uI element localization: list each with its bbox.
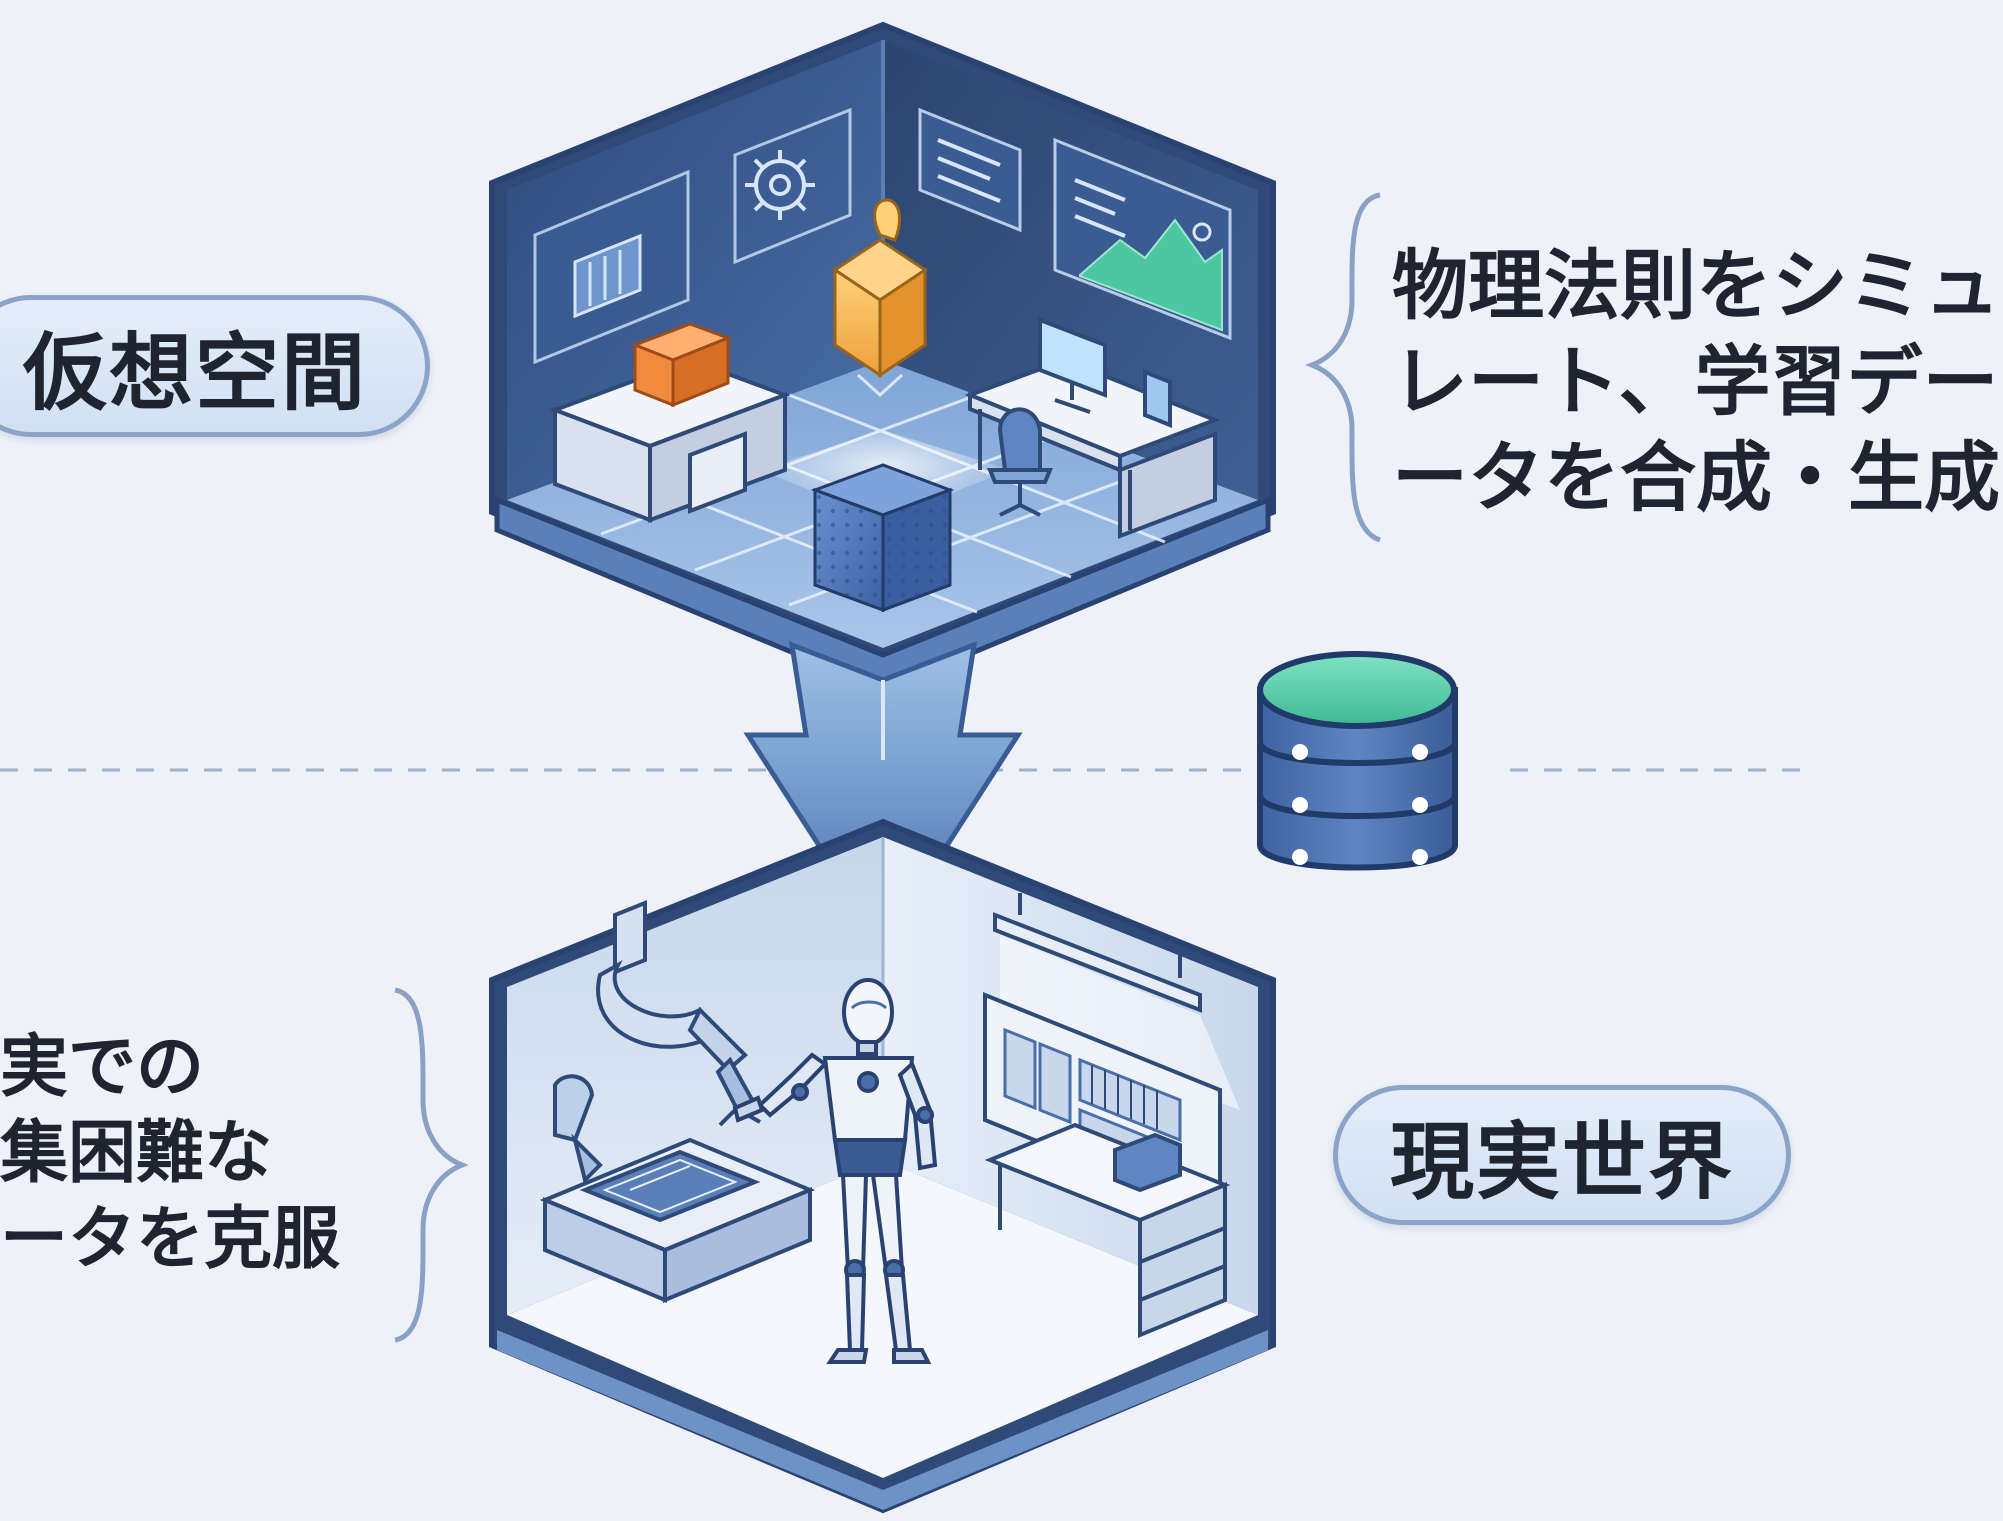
workbench-left: [539, 1137, 816, 1303]
virtual-space-label: 仮想空間: [0, 295, 430, 437]
description-line: レート、学習デー: [1392, 337, 1999, 426]
virtual-space-text: 仮想空間: [22, 323, 367, 422]
real-room: [489, 818, 1276, 1514]
gear-icon: [745, 150, 815, 220]
real-world-text: 現実世界: [1389, 1112, 1734, 1211]
real-data-description: 現実での 収集困難な データを克服: [0, 1025, 340, 1283]
blue-cube: [810, 463, 955, 613]
description-line: 物理法則をシミュ: [1392, 241, 2000, 330]
description-line: 現実での: [0, 1028, 205, 1107]
humanoid-robot-icon: [732, 978, 938, 1364]
robot-arm-icon: [553, 900, 761, 1184]
database-icon: [1257, 651, 1458, 871]
description-line: 収集困難な: [0, 1114, 273, 1193]
desk-right-real: [984, 1122, 1231, 1338]
ceiling-lamp-icon: [993, 893, 1240, 1110]
description-line: ータを合成・生成: [1392, 433, 2000, 522]
simulation-description: 物理法則をシミュ レート、学習デー ータを合成・生成: [1392, 238, 2000, 526]
chip-icon: [573, 233, 642, 319]
yellow-object: [832, 198, 928, 398]
monitor-icon: [1038, 317, 1172, 428]
brace-left: [394, 987, 469, 1343]
brace-right: [1305, 192, 1382, 543]
description-line: データを克服: [0, 1200, 341, 1279]
chair-icon: [987, 407, 1053, 517]
flow-arrow: [743, 641, 1023, 950]
orange-box: [630, 322, 733, 408]
chart-screen-icon: [1079, 218, 1223, 332]
virtual-room: [489, 21, 1276, 693]
real-world-label: 現実世界: [1333, 1085, 1791, 1225]
